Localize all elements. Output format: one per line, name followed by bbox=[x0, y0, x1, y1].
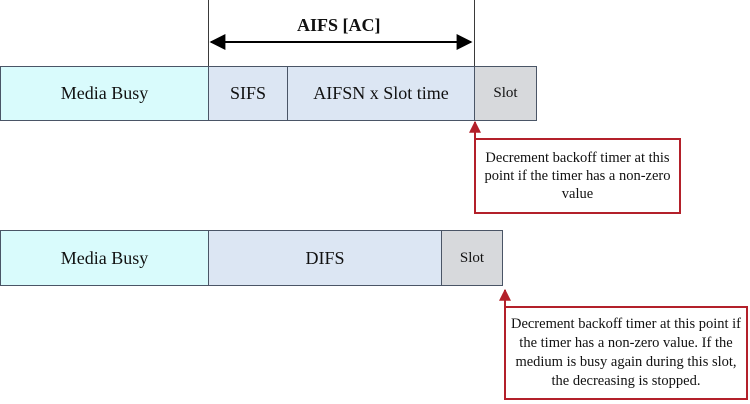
aifs-left-boundary bbox=[208, 0, 209, 66]
media-busy-box-top: Media Busy bbox=[0, 66, 209, 121]
aifsn-slot-time-box: AIFSN x Slot time bbox=[287, 66, 475, 121]
difs-decrement-note: Decrement backoff timer at this point if… bbox=[504, 306, 748, 400]
slot-box-bottom: Slot bbox=[441, 230, 503, 286]
aifs-decrement-note: Decrement backoff timer at this point if… bbox=[474, 138, 681, 214]
difs-box: DIFS bbox=[208, 230, 442, 286]
media-busy-box-bottom: Media Busy bbox=[0, 230, 209, 286]
sifs-box: SIFS bbox=[208, 66, 288, 121]
aifs-decrement-note-text: Decrement backoff timer at this point if… bbox=[484, 150, 671, 202]
slot-box-top: Slot bbox=[474, 66, 537, 121]
aifs-ac-label: AIFS [AC] bbox=[297, 15, 381, 35]
difs-decrement-note-text: Decrement backoff timer at this point if… bbox=[510, 316, 742, 389]
aifs-right-boundary bbox=[474, 0, 475, 66]
